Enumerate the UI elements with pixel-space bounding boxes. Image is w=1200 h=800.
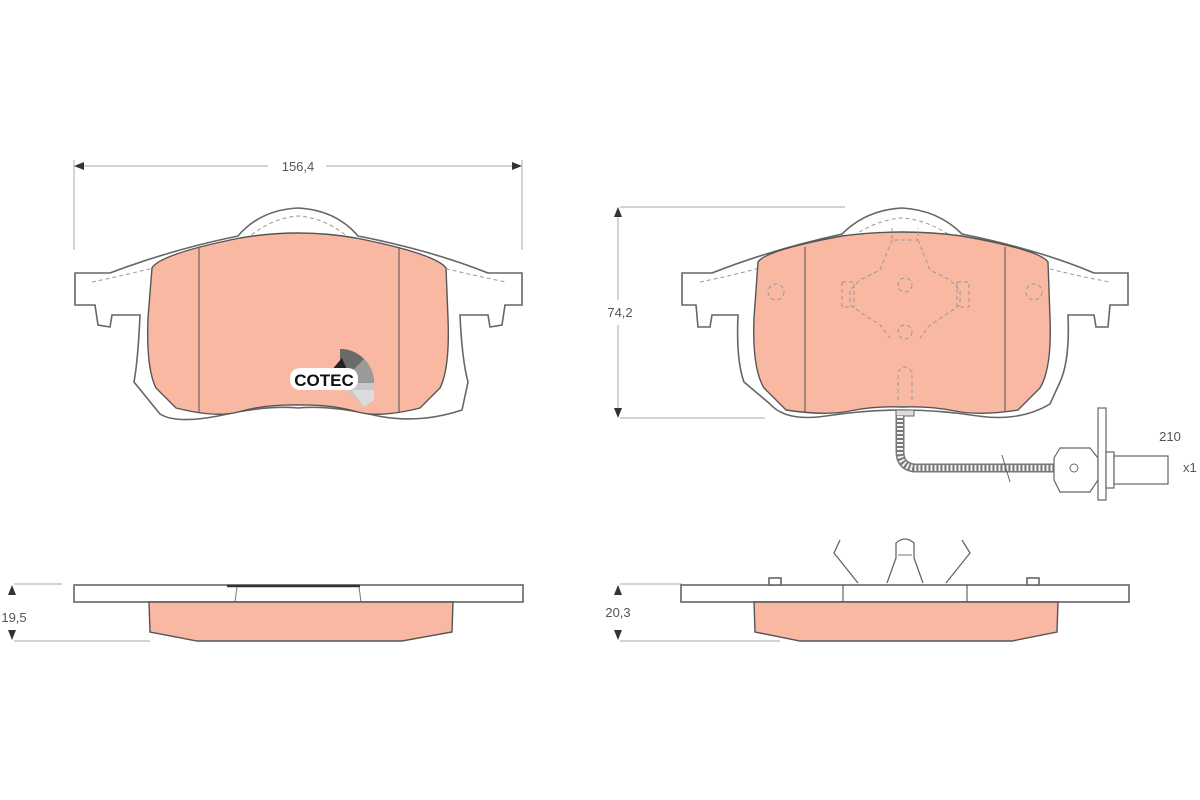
side-view-left: 19,5	[1, 583, 524, 642]
thickness-dimension-label-left: 19,5	[1, 610, 26, 625]
front-view-right: 74,2 210 x1	[607, 206, 1197, 501]
cotec-logo: COTEC	[290, 349, 374, 407]
front-view-left: 156,4 COTEC	[73, 159, 523, 421]
thickness-dimension-label-right: 20,3	[605, 605, 630, 620]
cotec-logo-text: COTEC	[294, 371, 354, 390]
wear-sensor	[895, 407, 1169, 501]
sensor-length-label: 210	[1159, 429, 1181, 444]
sensor-count-label: x1	[1183, 460, 1197, 475]
side-view-right: 20,3	[605, 538, 1130, 642]
height-dimension-label: 74,2	[607, 305, 632, 320]
width-dimension-label: 156,4	[282, 159, 315, 174]
